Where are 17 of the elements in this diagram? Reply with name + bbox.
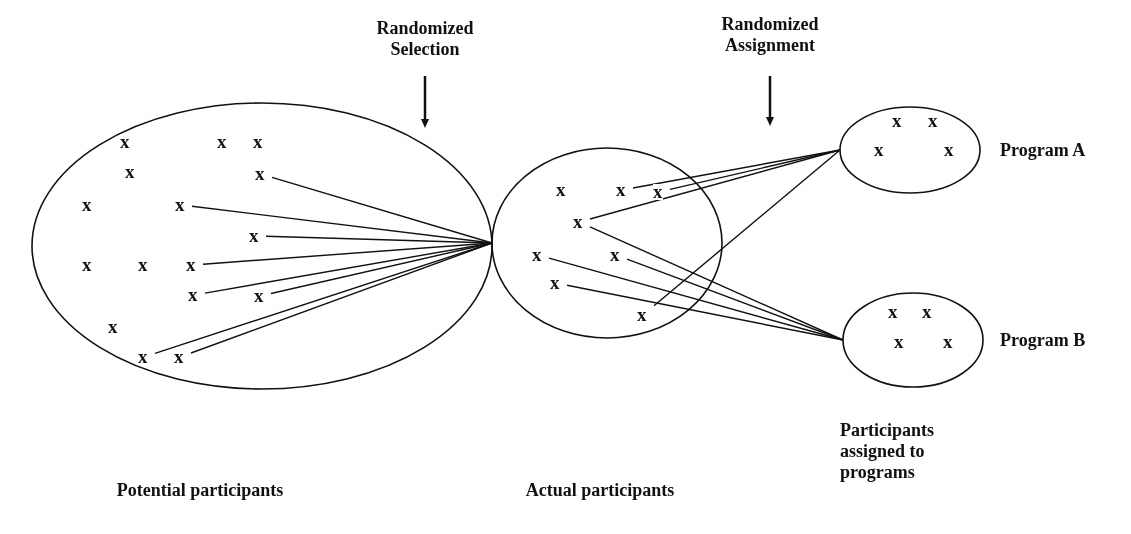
- annotation: Participants assigned to programs: [840, 420, 935, 483]
- node-label: Program B: [1000, 330, 1087, 351]
- annotation: Randomized Assignment: [720, 14, 820, 56]
- connector-line: [566, 284, 844, 341]
- connector-line: [589, 149, 841, 220]
- annotation: Potential participants: [115, 480, 285, 501]
- connector-line: [653, 149, 841, 307]
- group-ellipse: [843, 293, 983, 387]
- group-ellipse: [492, 148, 722, 338]
- node-label: Program A: [1000, 140, 1087, 161]
- connector-line: [626, 258, 844, 341]
- annotation: Actual participants: [524, 480, 676, 501]
- group-ellipse: [840, 107, 980, 193]
- participant-mark: x: [653, 184, 663, 200]
- participant-mark: x: [120, 134, 130, 150]
- annotation: Randomized Selection: [375, 18, 475, 60]
- group-ellipse: [32, 103, 492, 389]
